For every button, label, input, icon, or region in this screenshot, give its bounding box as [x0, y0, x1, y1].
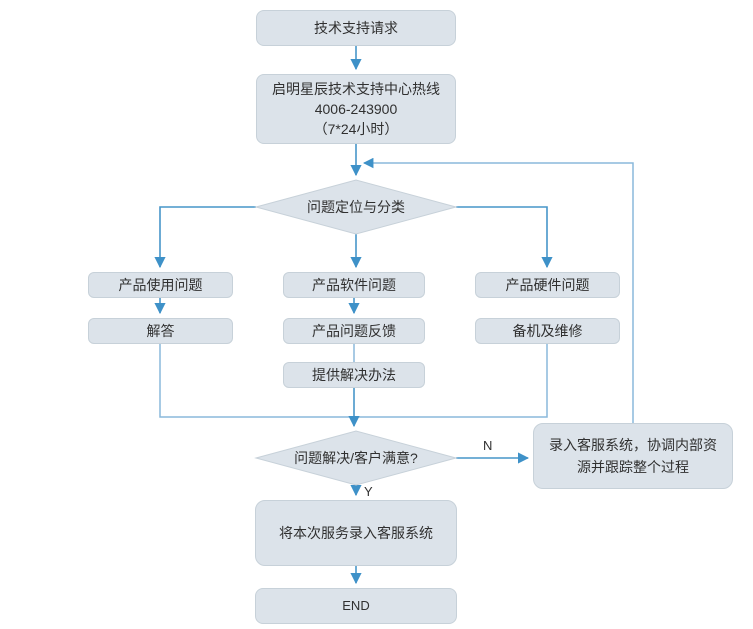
connector-repair-to-collector: [354, 344, 548, 418]
node-hotline-line2: 4006-243900: [314, 101, 398, 117]
node-start: 技术支持请求: [256, 10, 456, 46]
node-provide-solution: 提供解决办法: [283, 362, 425, 388]
node-answer: 解答: [88, 318, 233, 344]
node-record-service: 将本次服务录入客服系统: [255, 500, 457, 566]
node-backup-repair-label: 备机及维修: [512, 323, 583, 339]
node-hardware-issue-label: 产品硬件问题: [505, 277, 590, 293]
connector-crm-feedback-loop: [362, 157, 634, 423]
connector-classify-to-hardware: [456, 206, 553, 269]
node-software-issue-label: 产品软件问题: [312, 277, 396, 293]
decision-classify-shape: [254, 179, 458, 235]
node-crm-track: 录入客服系统，协调内部资源并跟踪整个过程: [533, 423, 733, 489]
node-issue-feedback: 产品问题反馈: [283, 318, 425, 344]
node-start-label: 技术支持请求: [314, 20, 398, 36]
decision-satisfied-shape: [254, 430, 458, 486]
node-answer-label: 解答: [146, 323, 175, 339]
node-software-issue: 产品软件问题: [283, 272, 425, 298]
node-end-label: END: [342, 598, 370, 613]
node-issue-feedback-label: 产品问题反馈: [312, 323, 396, 339]
node-crm-track-label: 录入客服系统，协调内部资源并跟踪整个过程: [549, 437, 717, 475]
node-provide-solution-label: 提供解决办法: [312, 367, 396, 383]
node-product-use-issue: 产品使用问题: [88, 272, 233, 298]
node-hardware-issue: 产品硬件问题: [475, 272, 620, 298]
node-hotline-line3: （7*24小时）: [313, 121, 399, 137]
node-hotline-line1: 启明星辰技术支持中心热线: [272, 81, 440, 97]
node-record-service-label: 将本次服务录入客服系统: [279, 525, 433, 541]
node-product-use-issue-label: 产品使用问题: [118, 277, 203, 293]
connector-classify-to-use: [154, 206, 256, 269]
connector-answer-to-collector: [159, 344, 354, 418]
node-backup-repair: 备机及维修: [475, 318, 620, 344]
edge-label-no: N: [483, 438, 493, 453]
node-hotline: 启明星辰技术支持中心热线 4006-243900 （7*24小时）: [256, 74, 456, 144]
node-end: END: [255, 588, 457, 624]
edge-label-yes: Y: [364, 484, 373, 499]
